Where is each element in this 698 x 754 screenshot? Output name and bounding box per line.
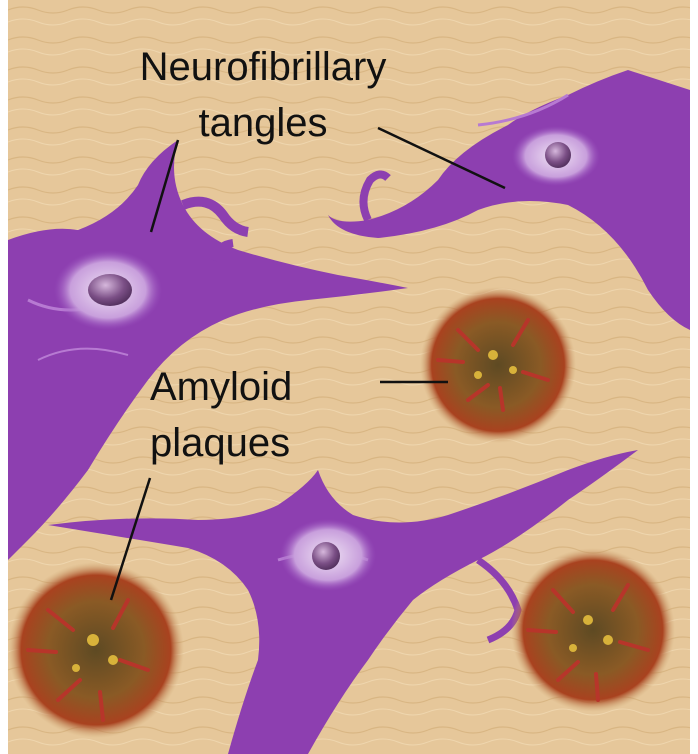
nucleus-left (88, 274, 132, 306)
amyloid-plaque-center (420, 287, 576, 443)
label-plaques: plaques (150, 420, 360, 466)
nucleus-top-right (545, 142, 571, 168)
nucleus-bottom-center (312, 542, 340, 570)
amyloid-plaque-bottom-left (8, 562, 184, 738)
amyloid-plaque-bottom-right (511, 548, 675, 712)
label-amyloid: Amyloid (150, 364, 360, 410)
label-tangles: tangles (163, 100, 363, 146)
label-neurofibrillary: Neurofibrillary (78, 44, 448, 90)
